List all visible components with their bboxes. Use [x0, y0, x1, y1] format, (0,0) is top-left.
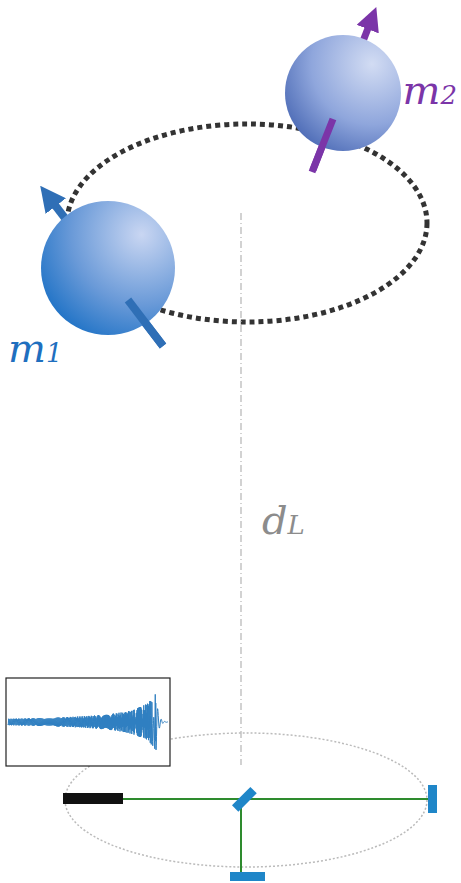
mass-label: m1 — [8, 328, 62, 368]
laser-source — [63, 793, 123, 804]
line-of-sight — [240, 213, 241, 765]
beam-splitter — [232, 787, 257, 812]
waveform-inset — [6, 678, 170, 766]
chirp-waveform — [8, 694, 168, 750]
mirror — [428, 785, 437, 813]
mass-sphere — [285, 35, 401, 151]
distance-label: dL — [262, 500, 305, 540]
mirror — [230, 872, 265, 881]
spin-arrow — [312, 119, 333, 172]
spin-arrow — [128, 300, 163, 346]
mass-sphere — [41, 201, 175, 335]
mass-label: m2 — [403, 70, 457, 110]
laser-arm — [240, 799, 242, 873]
laser-arm — [120, 798, 430, 800]
